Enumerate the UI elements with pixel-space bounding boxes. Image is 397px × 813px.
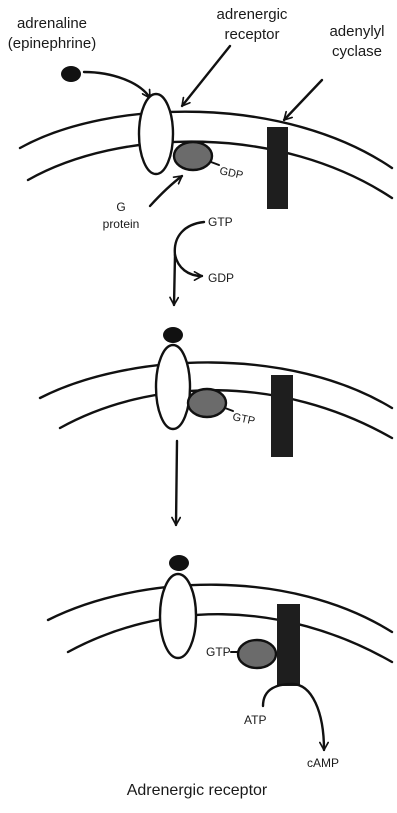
label-cyclase-bottom: cyclase: [332, 43, 382, 60]
panel-1: adrenaline (epinephrine) adrenergic rece…: [8, 6, 392, 231]
g-protein-2: [188, 389, 226, 417]
label-adrenaline: adrenaline: [17, 15, 87, 32]
label-gtp-in: GTP: [208, 215, 233, 229]
adenylyl-cyclase-3: [277, 604, 300, 686]
label-protein: protein: [103, 217, 140, 231]
step-arrow-1: [174, 255, 175, 305]
adrenaline-molecule: [61, 66, 81, 82]
g-protein-arrow: [150, 176, 182, 206]
label-gtp-bound-3: GTP: [206, 645, 231, 659]
transition-gtp-exchange: GTP GDP: [174, 215, 234, 305]
label-receptor-bottom: receptor: [224, 26, 279, 43]
step-arrow-2: [176, 441, 177, 525]
label-camp: cAMP: [307, 756, 339, 770]
label-gdp-out: GDP: [208, 271, 234, 285]
label-cyclase-top: adenylyl: [329, 23, 384, 40]
label-epinephrine: (epinephrine): [8, 35, 96, 52]
cyclase-pointer-arrow: [284, 80, 322, 120]
adrenaline-bound-2: [163, 327, 183, 343]
label-gtp-bound-2: GTP: [231, 411, 256, 427]
adenylyl-cyclase-1: [267, 127, 288, 209]
label-gdp-bound: GDP: [218, 165, 244, 182]
atp-to-camp-arrow: [263, 684, 324, 750]
gdp-out-curve: [175, 255, 202, 276]
label-receptor-top: adrenergic: [217, 6, 288, 23]
adrenaline-arrow: [84, 72, 150, 98]
membrane-outer-3: [48, 585, 392, 632]
adrenaline-bound-3: [169, 555, 189, 571]
panel-2: GTP: [40, 327, 392, 457]
gtp-tick-2: [225, 408, 233, 411]
gdp-tick-1: [211, 162, 219, 165]
adrenergic-receptor-1: [139, 94, 173, 174]
receptor-pointer-arrow: [182, 46, 230, 106]
diagram-caption: Adrenergic receptor: [127, 782, 268, 799]
membrane-inner-2: [60, 390, 392, 438]
label-g: G: [116, 200, 125, 214]
g-protein-1: [174, 142, 212, 170]
label-atp: ATP: [244, 713, 266, 727]
adrenergic-receptor-3: [160, 574, 196, 658]
panel-3: GTP ATP cAMP: [48, 555, 392, 770]
adenylyl-cyclase-2: [271, 375, 293, 457]
adrenergic-receptor-2: [156, 345, 190, 429]
g-protein-3: [238, 640, 276, 668]
gtp-in-curve: [175, 222, 204, 255]
